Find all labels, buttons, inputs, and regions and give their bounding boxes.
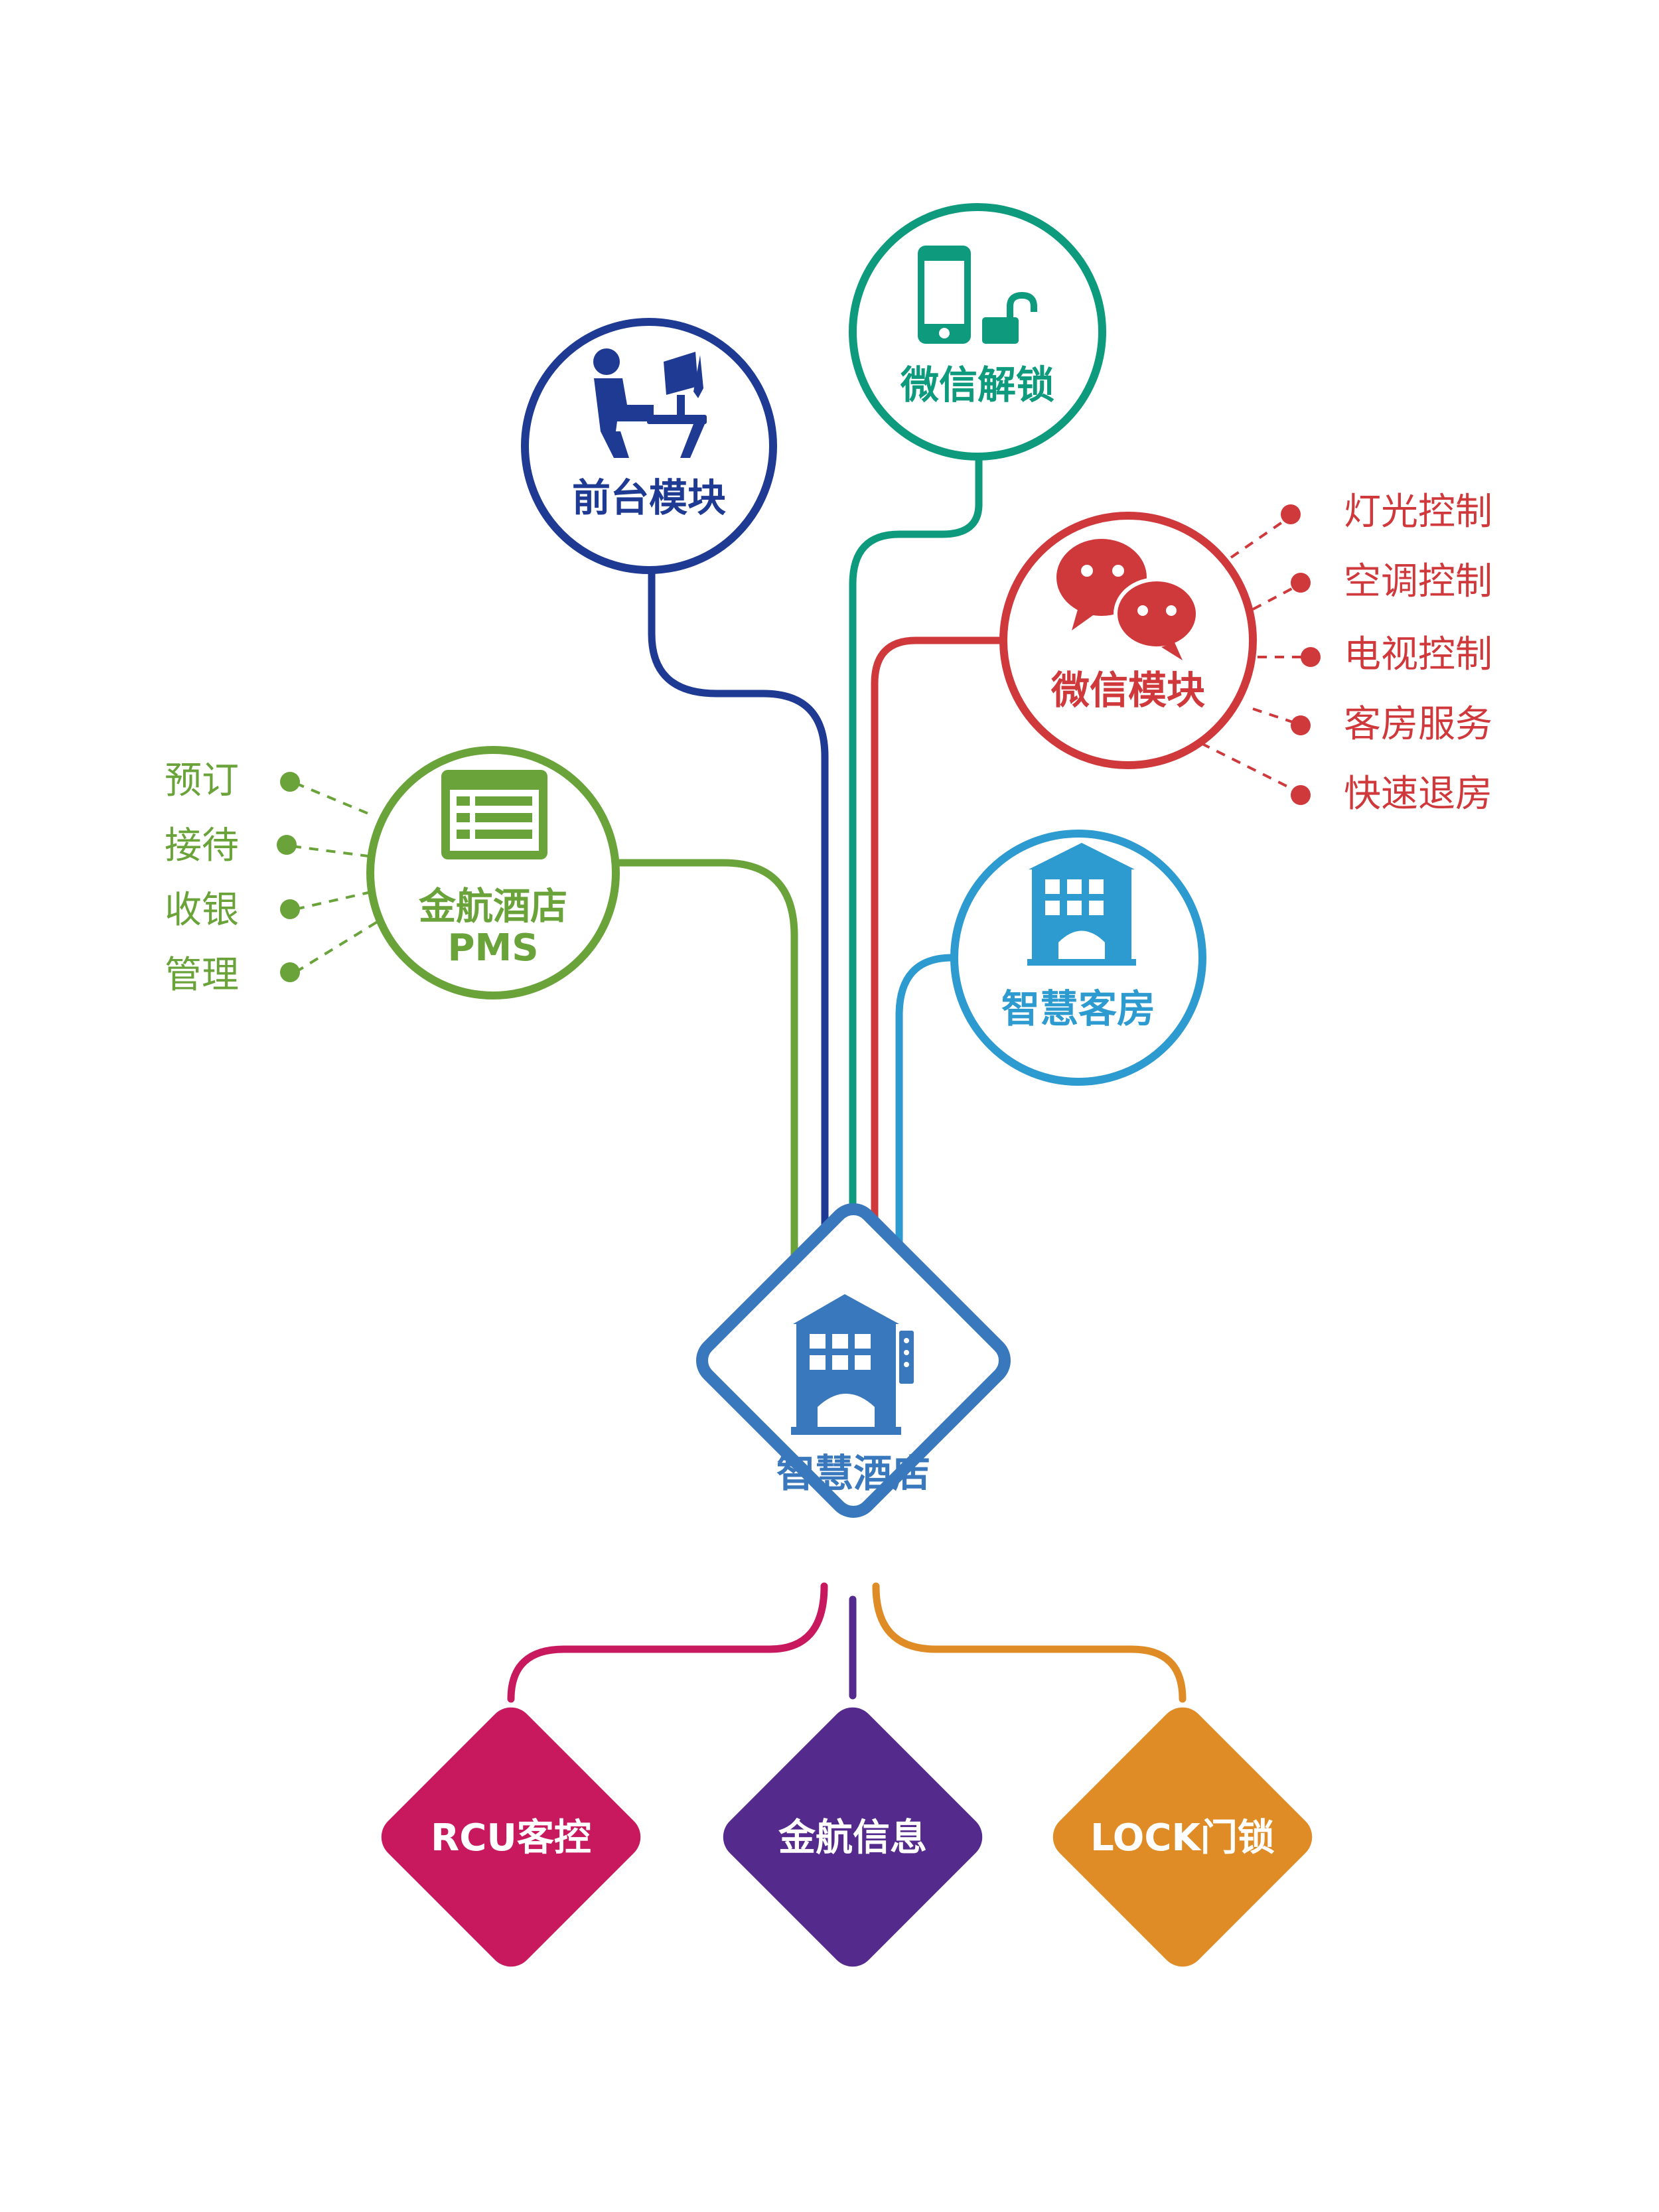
phone-unlock-icon: [918, 246, 1037, 344]
pms-feature-dots: [277, 772, 300, 982]
feature-light-control: 灯光控制: [1344, 490, 1492, 534]
connector-pms: [613, 859, 798, 1278]
connector-lock: [872, 1582, 1187, 1703]
rcu-label: RCU客控: [431, 1816, 591, 1860]
node-wechat-unlock: 微信解锁: [849, 203, 1106, 461]
connector-rcu: [507, 1582, 828, 1703]
feature-tv-control: 电视控制: [1344, 633, 1492, 676]
node-wechat-module: 微信模块: [999, 512, 1257, 769]
node-pms: 金航酒店 PMS: [366, 746, 620, 999]
node-lock: LOCK门锁: [1052, 1707, 1313, 1967]
feature-room-service: 客房服务: [1344, 703, 1492, 746]
feature-management: 管理: [165, 954, 239, 997]
connector-smart-room: [895, 954, 956, 1288]
wechat-feature-dots: [1281, 504, 1321, 805]
pms-feature-leaders: [291, 782, 383, 974]
wechat-icon: [1056, 539, 1200, 660]
connectors: [507, 454, 1187, 1703]
jinhang-info-label: 金航信息: [778, 1816, 927, 1860]
pms-feature-list: 预订 接待 收银 管理: [165, 759, 239, 997]
lock-label: LOCK门锁: [1090, 1816, 1275, 1860]
smart-room-label: 智慧客房: [1001, 986, 1155, 1031]
connector-wechat-unlock: [849, 454, 983, 1262]
building-icon: [1027, 843, 1136, 966]
front-desk-icon: [593, 348, 707, 458]
feature-reception: 接待: [165, 824, 239, 867]
feature-ac-control: 空调控制: [1344, 560, 1492, 603]
node-smart-hotel: 智慧酒店: [696, 1203, 1011, 1518]
feature-cashier: 收银: [165, 889, 239, 932]
connector-front-desk: [648, 567, 829, 1268]
wechat-module-label: 微信模块: [1050, 668, 1205, 713]
feature-quick-checkout: 快速退房: [1344, 773, 1492, 816]
smart-hotel-label: 智慧酒店: [776, 1451, 930, 1496]
node-front-desk: 前台模块: [521, 318, 777, 574]
node-rcu: RCU客控: [381, 1707, 641, 1967]
node-smart-room: 智慧客房: [950, 830, 1206, 1086]
wechat-unlock-label: 微信解锁: [900, 362, 1054, 407]
pms-label-line2: PMS: [447, 926, 538, 970]
front-desk-label: 前台模块: [572, 475, 726, 520]
node-jinhang-info: 金航信息: [723, 1707, 983, 1967]
hotel-icon: [791, 1294, 914, 1435]
pms-list-icon: [441, 770, 547, 859]
pms-label-line1: 金航酒店: [418, 885, 567, 928]
feature-booking: 预订: [165, 759, 239, 802]
wechat-feature-list: 灯光控制 空调控制 电视控制 客房服务 快速退房: [1344, 490, 1492, 816]
connector-wechat-module: [871, 636, 1006, 1268]
